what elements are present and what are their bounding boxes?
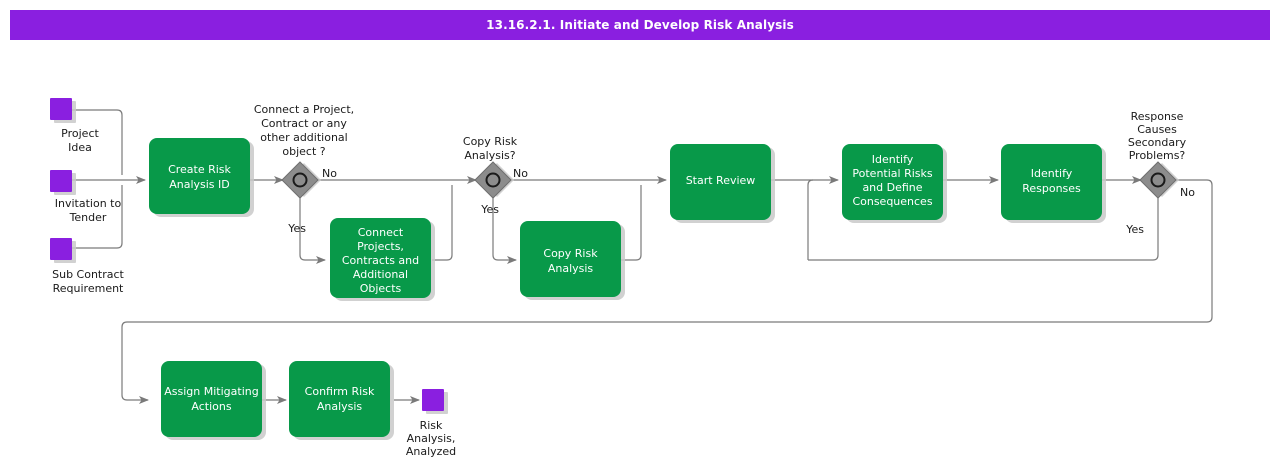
gw-secondary-problems-question-2: Causes <box>1137 123 1177 136</box>
edge-sub-contract <box>72 185 123 249</box>
gw-secondary-problems-branch-yes: Yes <box>1125 223 1144 236</box>
task-confirm-risk-analysis-line-1: Confirm Risk <box>305 385 375 398</box>
risk-analyzed-label-2: Analysis, <box>407 432 456 445</box>
start-event-project-idea[interactable]: Project Idea <box>50 98 100 154</box>
edge-gw1-yes <box>299 198 326 264</box>
task-connect-projects-line-2: Projects, <box>357 240 404 253</box>
task-identify-potential-risks[interactable]: Identify Potential Risks and Define Cons… <box>842 144 947 223</box>
task-identify-responses-line-1: Identify <box>1031 167 1073 180</box>
task-identify-potential-risks-line-1: Identify <box>872 153 914 166</box>
end-event-risk-analysis-analyzed[interactable]: Risk Analysis, Analyzed <box>406 389 456 458</box>
task-copy-risk-analysis-line-1: Copy Risk <box>543 247 598 260</box>
edge-connect-to-merge <box>432 185 453 261</box>
risk-analyzed-label-3: Analyzed <box>406 445 456 458</box>
gw-connect-object-question-4: object ? <box>282 145 325 158</box>
gw-secondary-problems-question-3: Secondary <box>1128 136 1187 149</box>
gw-secondary-problems-question-1: Response <box>1131 110 1184 123</box>
gw-secondary-problems-inner-circle <box>1150 172 1166 188</box>
task-identify-potential-risks-line-3: and Define <box>862 181 922 194</box>
gw-connect-object-branch-no: No <box>322 167 337 180</box>
task-connect-projects-line-3: Contracts and <box>342 254 419 267</box>
task-start-review-line-1: Start Review <box>686 174 756 187</box>
diagram-title-bar: 13.16.2.1. Initiate and Develop Risk Ana… <box>10 10 1270 40</box>
gateway-secondary-problems[interactable]: Response Causes Secondary Problems? No Y… <box>1125 110 1195 236</box>
gw-copy-risk-analysis-question-1: Copy Risk <box>463 135 518 148</box>
gw-copy-risk-analysis-branch-yes: Yes <box>480 203 499 216</box>
invitation-tender-marker <box>50 170 72 192</box>
task-copy-risk-analysis-line-2: Analysis <box>548 262 594 275</box>
edge-gw3-no <box>121 179 1213 404</box>
task-create-risk-analysis-id-line-1: Create Risk <box>168 163 231 176</box>
edge-copy-to-merge <box>621 185 642 261</box>
gw-connect-object-question-1: Connect a Project, <box>254 103 354 116</box>
invitation-tender-label-2: Tender <box>69 211 107 224</box>
edge-project-idea <box>72 109 123 175</box>
task-identify-potential-risks-line-2: Potential Risks <box>852 167 932 180</box>
edge-loop-join-riser <box>807 179 814 260</box>
invitation-tender-label-1: Invitation to <box>55 197 122 210</box>
page-title: 13.16.2.1. Initiate and Develop Risk Ana… <box>486 18 794 32</box>
task-assign-mitigating-actions-line-2: Actions <box>191 400 231 413</box>
task-identify-potential-risks-line-4: Consequences <box>852 195 932 208</box>
risk-analyzed-label-1: Risk <box>420 419 443 432</box>
gw-copy-risk-analysis-inner-circle <box>485 172 501 188</box>
start-event-invitation-to-tender[interactable]: Invitation to Tender <box>50 170 121 224</box>
gw-copy-risk-analysis-branch-no: No <box>513 167 528 180</box>
gw-connect-object-inner-circle <box>292 172 308 188</box>
task-connect-projects[interactable]: Connect Projects, Contracts and Addition… <box>330 218 435 301</box>
task-connect-projects-line-1: Connect <box>358 226 404 239</box>
gw-secondary-problems-question-4: Problems? <box>1129 149 1186 162</box>
edge-gw3-yes <box>808 198 1159 261</box>
gateway-copy-risk-analysis[interactable]: Copy Risk Analysis? No Yes <box>463 135 528 216</box>
sub-contract-label-2: Requirement <box>53 282 124 295</box>
gw-connect-object-branch-yes: Yes <box>287 222 306 235</box>
project-idea-label-2: Idea <box>68 141 92 154</box>
task-create-risk-analysis-id-line-2: Analysis ID <box>169 178 230 191</box>
flow-edges <box>72 109 1213 404</box>
gw-connect-object-question-2: Contract or any <box>261 117 347 130</box>
task-identify-responses-line-2: Responses <box>1022 182 1081 195</box>
project-idea-marker <box>50 98 72 120</box>
task-assign-mitigating-actions-line-1: Assign Mitigating <box>164 385 258 398</box>
project-idea-label-1: Project <box>61 127 99 140</box>
task-confirm-risk-analysis[interactable]: Confirm Risk Analysis <box>289 361 394 440</box>
edge-gw2-yes <box>492 198 517 264</box>
gw-copy-risk-analysis-question-2: Analysis? <box>464 149 515 162</box>
gateway-connect-object[interactable]: Connect a Project, Contract or any other… <box>254 103 354 235</box>
task-confirm-risk-analysis-line-2: Analysis <box>317 400 363 413</box>
sub-contract-marker <box>50 238 72 260</box>
task-connect-projects-line-5: Objects <box>360 282 402 295</box>
task-assign-mitigating-actions[interactable]: Assign Mitigating Actions <box>161 361 266 440</box>
task-create-risk-analysis-id[interactable]: Create Risk Analysis ID <box>149 138 254 217</box>
task-start-review[interactable]: Start Review <box>670 144 775 223</box>
start-event-sub-contract-requirement[interactable]: Sub Contract Requirement <box>50 238 125 295</box>
task-copy-risk-analysis[interactable]: Copy Risk Analysis <box>520 221 625 300</box>
task-identify-responses[interactable]: Identify Responses <box>1001 144 1106 223</box>
task-connect-projects-line-4: Additional <box>353 268 408 281</box>
gw-secondary-problems-branch-no: No <box>1180 186 1195 199</box>
sub-contract-label-1: Sub Contract <box>52 268 124 281</box>
risk-analyzed-marker <box>422 389 444 411</box>
gw-connect-object-question-3: other additional <box>260 131 347 144</box>
